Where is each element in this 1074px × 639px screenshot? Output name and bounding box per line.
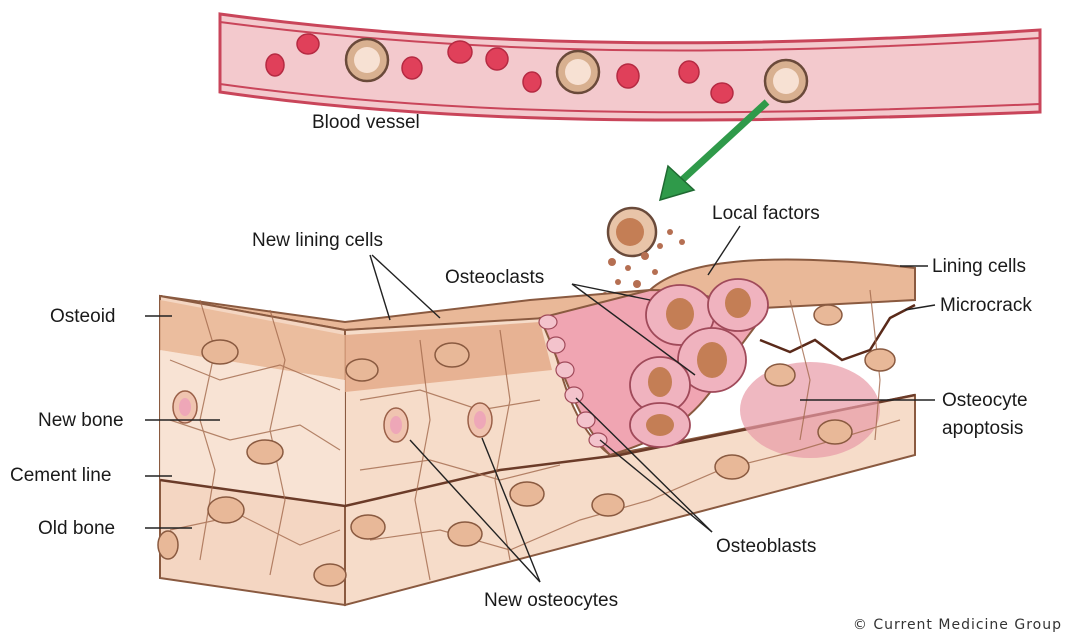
new-bone-label: New bone <box>38 410 124 431</box>
blood-vessel <box>220 14 1040 120</box>
osteocyte-apoptosis-label-line1: Osteocyte <box>942 390 1028 411</box>
old-bone-label: Old bone <box>38 518 115 539</box>
cement-line-label: Cement line <box>10 465 111 486</box>
new-lining-cells-label: New lining cells <box>252 230 383 251</box>
local-factors-label: Local factors <box>712 203 820 224</box>
blood-vessel-label: Blood vessel <box>312 112 420 133</box>
precursor-cell <box>608 208 656 256</box>
copyright-credit: © Current Medicine Group <box>853 617 1062 633</box>
new-osteocytes-label: New osteocytes <box>484 590 618 611</box>
osteoid-label: Osteoid <box>50 306 115 327</box>
lining-cells-label: Lining cells <box>932 256 1026 277</box>
osteoclasts-label: Osteoclasts <box>445 267 544 288</box>
microcrack-label: Microcrack <box>940 295 1032 316</box>
osteoblasts-label: Osteoblasts <box>716 536 816 557</box>
osteocyte-apoptosis-label-line2: apoptosis <box>942 418 1023 439</box>
